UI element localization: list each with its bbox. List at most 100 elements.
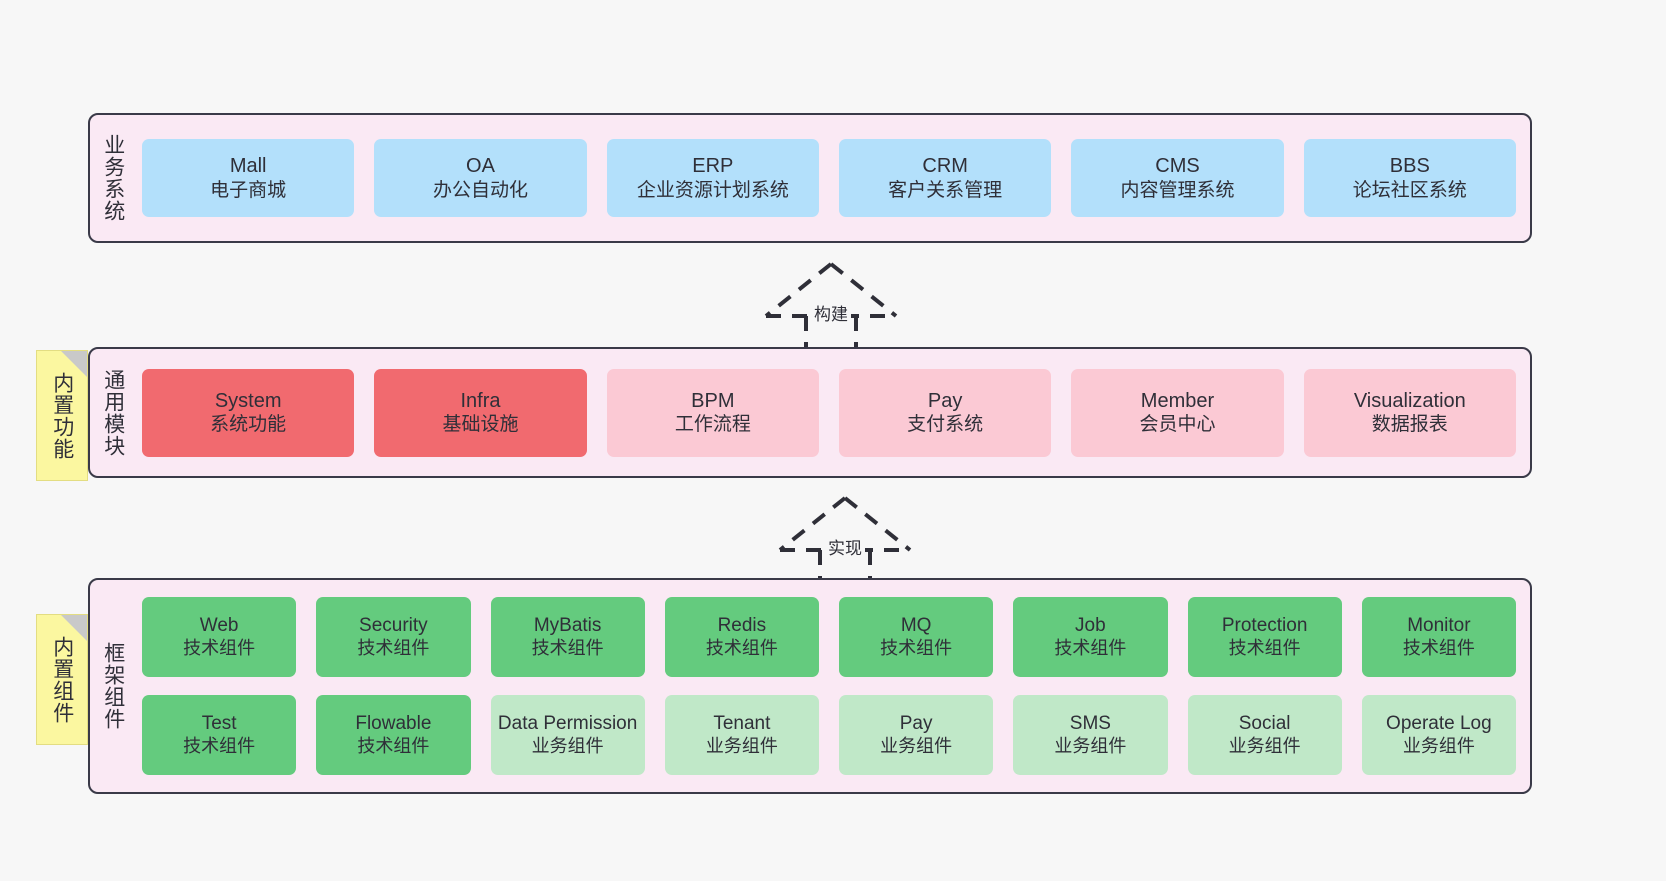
card-subtitle: 技术组件 xyxy=(705,637,778,658)
note-label: 内置功能 xyxy=(50,371,74,460)
card-title: Operate Log xyxy=(1386,713,1492,735)
card-subtitle: 技术组件 xyxy=(531,637,604,658)
card-subtitle: 论坛社区系统 xyxy=(1352,179,1467,201)
folded-corner-icon xyxy=(61,351,87,377)
card-sms[interactable]: SMS 业务组件 xyxy=(1013,695,1168,775)
card-member[interactable]: Member 会员中心 xyxy=(1071,368,1284,457)
card-row: Mall 电子商城 OA 办公自动化 ERP 企业资源计划系统 CRM 客户关系… xyxy=(142,139,1516,217)
card-mybatis[interactable]: MyBatis 技术组件 xyxy=(490,597,645,677)
card-subtitle: 客户关系管理 xyxy=(888,179,1003,201)
layer-common-modules: 通用模块 System 系统功能 Infra 基础设施 BPM 工作流程 Pay… xyxy=(88,347,1532,478)
card-subtitle: 工作流程 xyxy=(674,414,751,436)
layer-body-business: Mall 电子商城 OA 办公自动化 ERP 企业资源计划系统 CRM 客户关系… xyxy=(136,115,1530,241)
layer-body-modules: System 系统功能 Infra 基础设施 BPM 工作流程 Pay 支付系统… xyxy=(136,349,1530,476)
card-title: BPM xyxy=(691,389,735,412)
card-test[interactable]: Test 技术组件 xyxy=(142,695,297,775)
card-title: Job xyxy=(1075,615,1106,637)
card-erp[interactable]: ERP 企业资源计划系统 xyxy=(606,139,819,217)
card-flowable[interactable]: Flowable 技术组件 xyxy=(316,695,471,775)
card-subtitle: 办公自动化 xyxy=(432,179,528,201)
card-subtitle: 系统功能 xyxy=(210,414,287,436)
card-operate-log[interactable]: Operate Log 业务组件 xyxy=(1361,695,1516,775)
card-title: Mall xyxy=(229,155,267,178)
layer-title-modules: 通用模块 xyxy=(101,368,125,457)
card-crm[interactable]: CRM 客户关系管理 xyxy=(838,139,1052,217)
card-web[interactable]: Web 技术组件 xyxy=(142,597,297,677)
card-title: Tenant xyxy=(713,713,771,735)
card-title: MQ xyxy=(900,615,932,637)
card-row: System 系统功能 Infra 基础设施 BPM 工作流程 Pay 支付系统… xyxy=(142,368,1516,457)
card-title: Member xyxy=(1140,389,1215,412)
layer-body-framework: Web 技术组件 Security 技术组件 MyBatis 技术组件 Redi… xyxy=(136,580,1530,792)
card-subtitle: 业务组件 xyxy=(880,735,953,756)
card-subtitle: 企业资源计划系统 xyxy=(636,179,789,201)
card-mall[interactable]: Mall 电子商城 xyxy=(142,139,355,217)
card-subtitle: 技术组件 xyxy=(1228,637,1301,658)
card-title: Social xyxy=(1238,713,1291,735)
card-title: Security xyxy=(359,615,428,637)
card-title: Pay xyxy=(927,389,963,412)
card-subtitle: 技术组件 xyxy=(1054,637,1127,658)
card-subtitle: 数据报表 xyxy=(1371,414,1448,436)
card-redis[interactable]: Redis 技术组件 xyxy=(664,597,819,677)
card-title: MyBatis xyxy=(533,615,602,637)
card-subtitle: 技术组件 xyxy=(183,637,256,658)
card-title: SMS xyxy=(1069,713,1111,735)
card-subtitle: 业务组件 xyxy=(531,735,604,756)
connector-build: 构建 xyxy=(756,258,906,354)
card-subtitle: 业务组件 xyxy=(1054,735,1127,756)
card-title: Visualization xyxy=(1353,389,1466,412)
card-mq[interactable]: MQ 技术组件 xyxy=(839,597,994,677)
connector-build-label: 构建 xyxy=(811,300,851,325)
card-row: Test 技术组件 Flowable 技术组件 Data Permission … xyxy=(142,695,1516,775)
card-bbs[interactable]: BBS 论坛社区系统 xyxy=(1303,139,1516,217)
card-pay-component[interactable]: Pay 业务组件 xyxy=(839,695,994,775)
card-job[interactable]: Job 技术组件 xyxy=(1013,597,1168,677)
note-label: 内置组件 xyxy=(50,635,74,724)
connector-implement-label: 实现 xyxy=(825,534,865,559)
card-title: Web xyxy=(199,615,239,637)
card-subtitle: 技术组件 xyxy=(1402,637,1475,658)
card-visualization[interactable]: Visualization 数据报表 xyxy=(1303,368,1516,457)
layer-business-system: 业务系统 Mall 电子商城 OA 办公自动化 ERP 企业资源计划系统 CRM… xyxy=(88,113,1532,243)
card-oa[interactable]: OA 办公自动化 xyxy=(374,139,587,217)
card-subtitle: 业务组件 xyxy=(705,735,778,756)
card-subtitle: 技术组件 xyxy=(357,637,430,658)
card-title: Redis xyxy=(717,615,767,637)
layer-framework-components: 框架组件 Web 技术组件 Security 技术组件 MyBatis 技术组件… xyxy=(88,578,1532,794)
card-title: System xyxy=(214,389,282,412)
card-tenant[interactable]: Tenant 业务组件 xyxy=(664,695,819,775)
card-data-permission[interactable]: Data Permission 业务组件 xyxy=(490,695,645,775)
note-builtin-components: 内置组件 xyxy=(36,614,88,745)
card-subtitle: 技术组件 xyxy=(880,637,953,658)
card-title: Test xyxy=(201,713,237,735)
card-subtitle: 业务组件 xyxy=(1228,735,1301,756)
card-subtitle: 基础设施 xyxy=(442,414,519,436)
card-title: Pay xyxy=(899,713,933,735)
card-subtitle: 内容管理系统 xyxy=(1120,179,1235,201)
layer-title-framework: 框架组件 xyxy=(101,642,125,730)
card-monitor[interactable]: Monitor 技术组件 xyxy=(1361,597,1516,677)
card-infra[interactable]: Infra 基础设施 xyxy=(374,368,587,457)
card-subtitle: 支付系统 xyxy=(907,414,984,436)
layer-title-business: 业务系统 xyxy=(101,134,125,222)
card-title: BBS xyxy=(1389,155,1430,178)
card-title: Monitor xyxy=(1407,615,1471,637)
card-social[interactable]: Social 业务组件 xyxy=(1187,695,1342,775)
card-pay-module[interactable]: Pay 支付系统 xyxy=(838,368,1052,457)
card-subtitle: 业务组件 xyxy=(1402,735,1475,756)
card-protection[interactable]: Protection 技术组件 xyxy=(1187,597,1342,677)
card-cms[interactable]: CMS 内容管理系统 xyxy=(1071,139,1284,217)
card-security[interactable]: Security 技术组件 xyxy=(316,597,471,677)
card-subtitle: 会员中心 xyxy=(1139,414,1216,436)
card-subtitle: 技术组件 xyxy=(357,735,430,756)
card-system[interactable]: System 系统功能 xyxy=(142,368,355,457)
connector-implement: 实现 xyxy=(770,492,920,588)
folded-corner-icon xyxy=(61,615,87,641)
card-title: Flowable xyxy=(355,713,432,735)
card-title: Protection xyxy=(1221,615,1308,637)
card-subtitle: 技术组件 xyxy=(183,735,256,756)
card-title: ERP xyxy=(692,155,734,178)
card-bpm[interactable]: BPM 工作流程 xyxy=(606,368,819,457)
